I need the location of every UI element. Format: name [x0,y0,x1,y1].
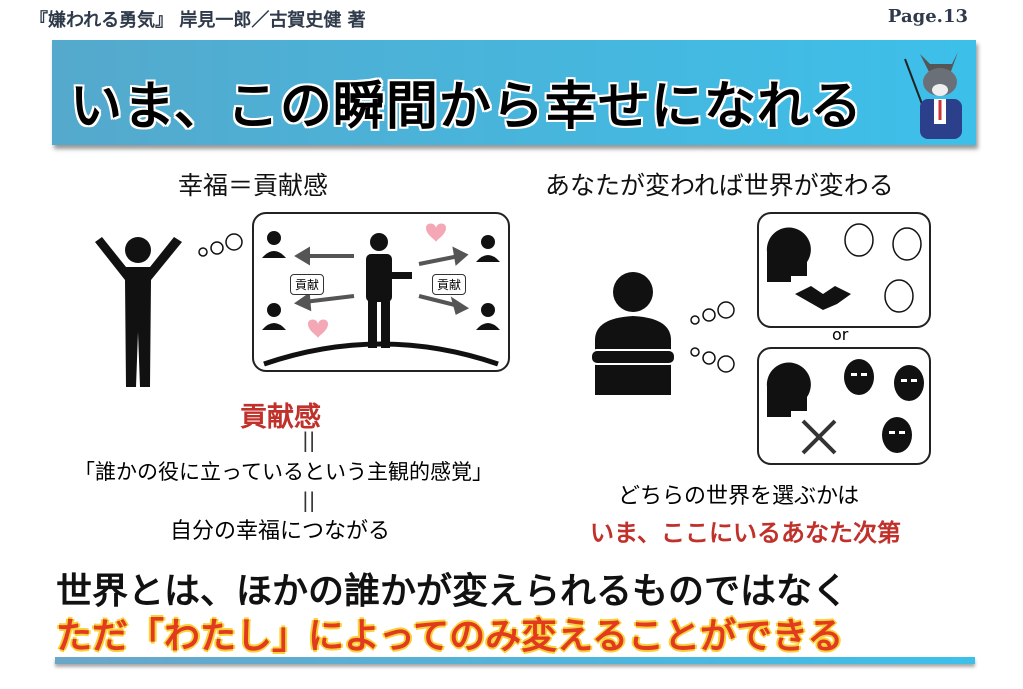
arms-crossed-person-icon [590,272,735,395]
contribution-tag: 貢献 [432,274,467,295]
result-text: 自分の幸福につながる [170,519,391,544]
friendly-world-illustration [757,212,931,328]
equals-mark: || [302,488,316,512]
footer-bar [55,657,975,664]
right-heading: あなたが変われば世界が変わる [545,171,894,200]
or-label: or [832,325,849,344]
contribution-illustration: 貢献 貢献 [252,212,510,372]
answer-text: いま、ここにいるあなた次第 [590,519,902,547]
keyword: 貢献感 [240,402,321,433]
conclusion-line-2: ただ「わたし」によってのみ変えることができる [56,616,844,657]
conclusion-line-1: 世界とは、ほかの誰かが変えられるものではなく [56,571,849,612]
question-text: どちらの世界を選ぶかは [618,484,860,509]
left-heading: 幸福＝貢献感 [178,171,329,200]
title-banner [52,40,976,145]
definition: 「誰かの役に立っているという主観的感覚」 [74,460,493,484]
page-title: いま、この瞬間から幸せになれる [70,77,863,137]
cheering-person-icon [95,233,243,387]
hostile-world-illustration [757,347,931,465]
contribution-tag: 貢献 [290,274,325,295]
wolf-teacher-icon [904,52,962,139]
equals-mark: || [302,428,316,452]
book-header: 『嫌われる勇気』 岸見一郎／古賀史健 著 [30,10,366,31]
page-number: Page.13 [887,6,968,27]
